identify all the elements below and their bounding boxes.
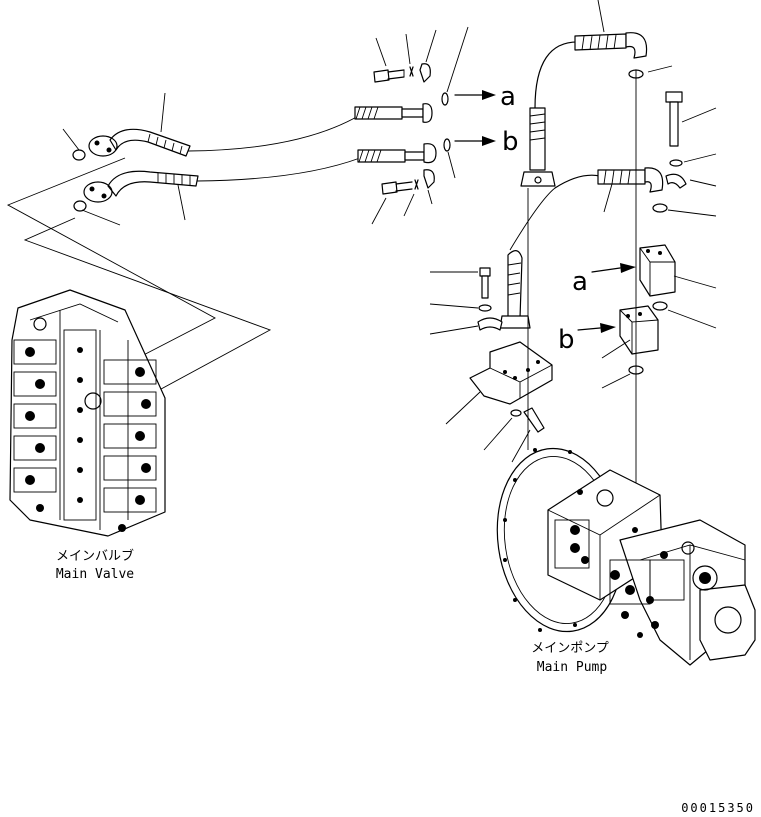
main-valve-label-jp: メインバルブ <box>56 548 134 564</box>
fitting-a <box>354 106 403 120</box>
flange-upper <box>88 135 118 157</box>
split-flange-b <box>619 305 659 355</box>
fitting-b <box>357 149 406 163</box>
marker-a-upper: a <box>500 82 516 112</box>
drawing-number: 00015350 <box>681 801 755 815</box>
flange-lower <box>83 181 113 203</box>
hose-assembly-left <box>62 92 361 226</box>
valve-connection-lines <box>6 157 272 396</box>
mounting-bracket <box>469 341 553 405</box>
main-valve-illustration <box>9 289 166 537</box>
main-valve-label-en: Main Valve <box>56 567 134 582</box>
pipe-assembly-right <box>429 0 717 540</box>
main-pump-label-jp: メインポンプ <box>531 641 609 656</box>
o-ring-left-lower <box>73 200 87 212</box>
hose-fittings-center <box>354 26 496 225</box>
main-pump-label-en: Main Pump <box>537 660 608 675</box>
arrow-to-marker-a <box>454 90 496 100</box>
marker-a-lower: a <box>572 267 588 297</box>
split-flange-a <box>639 244 676 297</box>
main-pump-illustration <box>496 447 756 666</box>
arrow-to-marker-b <box>454 136 496 146</box>
marker-b-lower: b <box>558 325 575 355</box>
o-ring-left-upper <box>72 149 86 161</box>
marker-b-upper: b <box>502 127 519 157</box>
